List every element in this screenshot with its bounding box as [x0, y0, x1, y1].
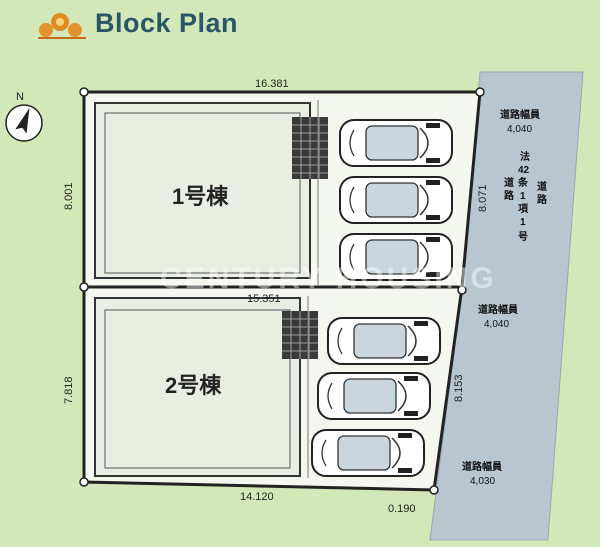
boundary-markers — [79, 87, 485, 495]
svg-text:道: 道 — [504, 176, 514, 189]
parked-car-6 — [311, 429, 425, 477]
lot-2-bottom-dim: 14.120 — [240, 491, 274, 503]
compass-north-label: N — [16, 91, 24, 103]
svg-text:路: 路 — [504, 189, 515, 202]
lot-1-side-dim: 8.001 — [63, 182, 75, 210]
parking-cars — [311, 119, 453, 477]
svg-text:42: 42 — [518, 165, 530, 176]
parked-car-5 — [317, 372, 431, 420]
parked-car-1 — [339, 119, 453, 167]
building-1-outline — [94, 102, 311, 279]
road-width-label-3: 道路幅員 — [462, 460, 502, 473]
building-1-label: 1号棟 — [172, 184, 229, 209]
lot-2-road-dim: 8.153 — [453, 374, 465, 402]
svg-text:路: 路 — [537, 193, 548, 206]
road-type-label: 法 42 条 1 項 1 号 道 路 — [517, 150, 548, 243]
watermark: CENTURY HOUSING — [160, 262, 497, 295]
lot-1-road-dim: 8.071 — [477, 184, 489, 212]
page-title: Block Plan — [95, 8, 239, 38]
terrace-2-grid — [282, 311, 318, 359]
svg-text:条: 条 — [517, 176, 529, 189]
north-compass-icon — [5, 104, 43, 142]
svg-text:1: 1 — [520, 191, 526, 202]
svg-text:道: 道 — [537, 180, 547, 193]
building-2-label: 2号棟 — [165, 373, 222, 398]
lot-2-top-dim: 15.351 — [247, 293, 281, 305]
parked-car-4 — [327, 317, 441, 365]
lot-2-corner-dim: 0.190 — [388, 503, 416, 515]
svg-text:号: 号 — [518, 231, 528, 243]
svg-text:法: 法 — [520, 150, 530, 163]
lot-2-side-dim: 7.818 — [63, 376, 75, 404]
svg-text:1: 1 — [520, 217, 526, 228]
svg-text:項: 項 — [518, 203, 529, 215]
road-width-label-2: 道路幅員 — [478, 303, 518, 316]
building-1-inner — [104, 112, 301, 274]
building-2-outline — [94, 297, 301, 477]
road-width-value-2: 4,040 — [484, 319, 509, 330]
parked-car-3 — [339, 233, 453, 281]
building-2-inner — [104, 309, 291, 469]
road-width-label-1: 道路幅員 — [500, 108, 540, 121]
terrace-1-grid — [292, 117, 328, 179]
road-type-label-secondary: 道 路 — [504, 176, 515, 202]
road-width-value-1: 4,040 — [507, 124, 532, 135]
road-width-value-3: 4,030 — [470, 476, 495, 487]
parked-car-2 — [339, 176, 453, 224]
lot-1-top-dim: 16.381 — [255, 78, 289, 90]
logo-icon — [38, 13, 86, 39]
